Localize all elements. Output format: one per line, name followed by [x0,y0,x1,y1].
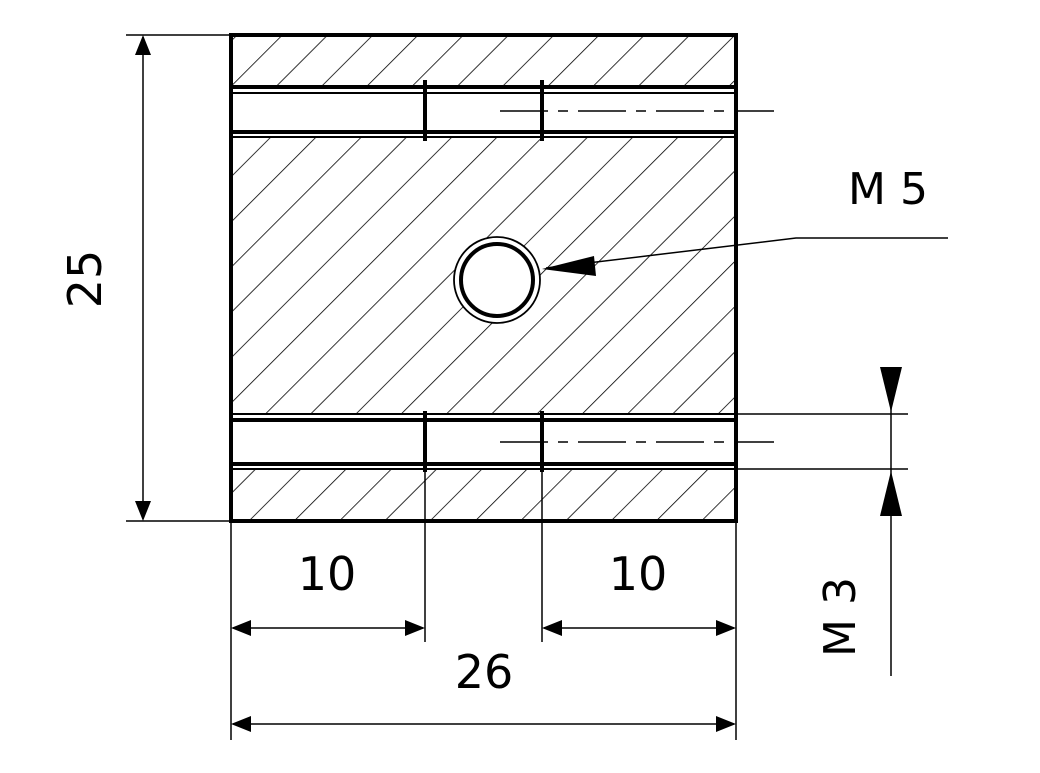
m5-leader [542,237,948,276]
width-dimension-label: 26 [455,645,514,699]
m3-bottom-arrow [880,471,902,516]
m3-thread-callout: M 3 [815,577,866,657]
dimension-lines [135,35,736,732]
part-outline [229,33,738,523]
m5-thread-callout: M 5 [848,164,928,215]
bores [231,87,736,469]
bore-lines [231,85,736,470]
right-offset-dimension-label: 10 [609,547,668,601]
m3-arrows [880,367,902,516]
extension-lines [126,34,908,740]
m3-top-arrow [880,367,902,412]
left-offset-dimension-label: 10 [298,547,357,601]
hatch-top-band [231,35,736,87]
hatch-bottom-band [231,469,736,521]
thread-boundaries [423,80,544,472]
thread-minor-circle [459,242,535,318]
m5-leader-arrowhead [542,256,596,276]
center-threaded-hole [453,236,541,324]
bottom-bore [231,414,736,469]
center-lines [500,110,774,443]
m5-leader-line [545,237,948,269]
height-dimension-label: 25 [58,250,112,309]
top-bore [231,87,736,137]
